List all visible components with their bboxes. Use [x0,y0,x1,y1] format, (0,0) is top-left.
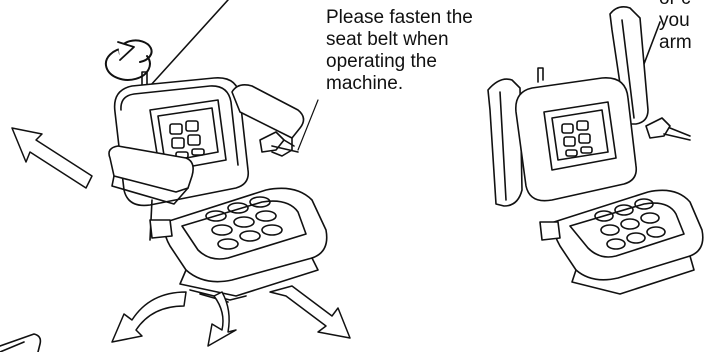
curved-arrow-icon [112,292,236,346]
armrest-note-partial: or c you arm [659,0,692,54]
left-seat [106,0,327,302]
rotation-arrow-icon [106,40,152,80]
seat-belt-note: Please fasten the seat belt when operati… [326,7,473,95]
